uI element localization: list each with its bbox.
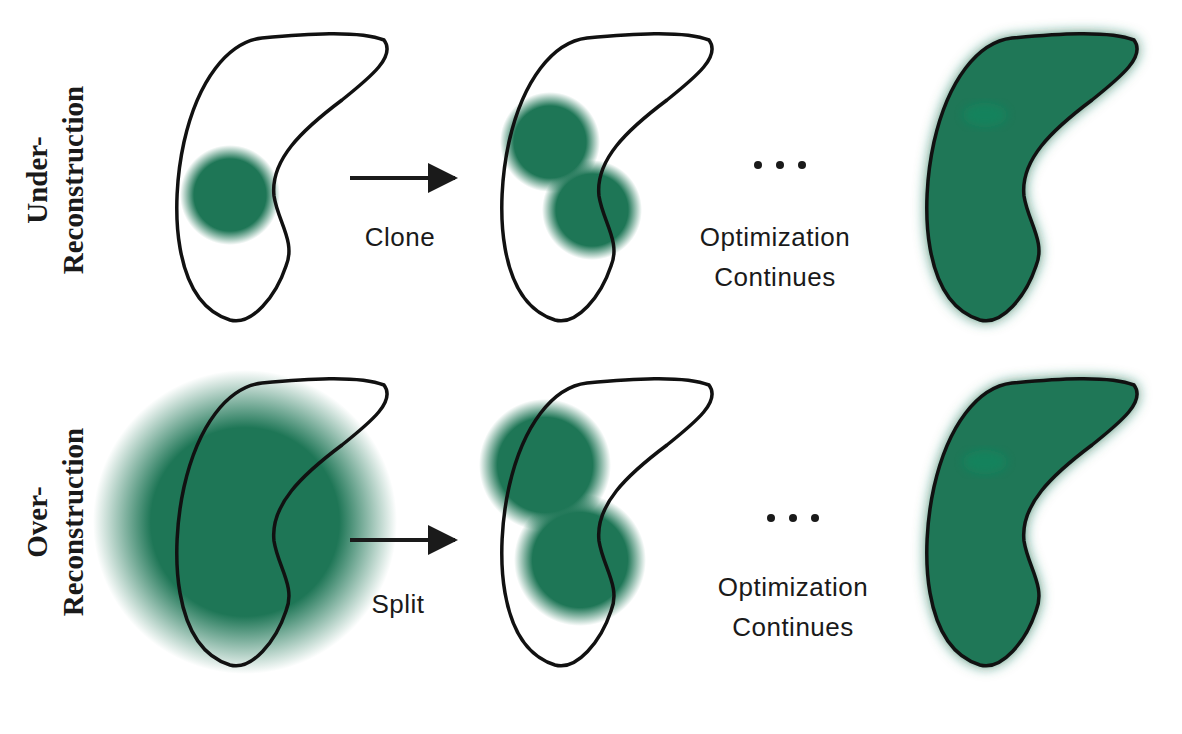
operation-label: Split bbox=[338, 584, 458, 624]
row-label: Over- Reconstruction bbox=[19, 402, 91, 642]
shape-outline bbox=[927, 379, 1137, 666]
ellipsis-dots bbox=[754, 161, 806, 169]
shape-outline bbox=[177, 379, 387, 666]
gaussian-blob bbox=[93, 370, 397, 674]
fitted-gaussians bbox=[927, 379, 1137, 666]
step-caption: Optimization Continues bbox=[688, 567, 898, 647]
process-arrow bbox=[350, 538, 455, 542]
fitted-gaussians bbox=[927, 379, 1137, 666]
gaussian-overlap bbox=[963, 450, 1007, 474]
operation-label: Clone bbox=[340, 217, 460, 257]
shape-outline bbox=[927, 34, 1137, 321]
ellipsis-dots bbox=[767, 514, 819, 522]
fitted-gaussians bbox=[927, 34, 1137, 321]
gaussian-overlap bbox=[963, 103, 1007, 127]
gaussian-blob bbox=[542, 160, 642, 260]
row-label: Under- Reconstruction bbox=[19, 60, 91, 300]
shape-outline bbox=[502, 379, 712, 666]
process-arrow bbox=[350, 176, 455, 180]
gaussian-blob bbox=[514, 494, 646, 626]
step-caption: Optimization Continues bbox=[670, 217, 880, 297]
gaussian-blob bbox=[180, 145, 280, 245]
fitted-gaussians bbox=[927, 34, 1137, 321]
shape-outline bbox=[502, 34, 712, 321]
